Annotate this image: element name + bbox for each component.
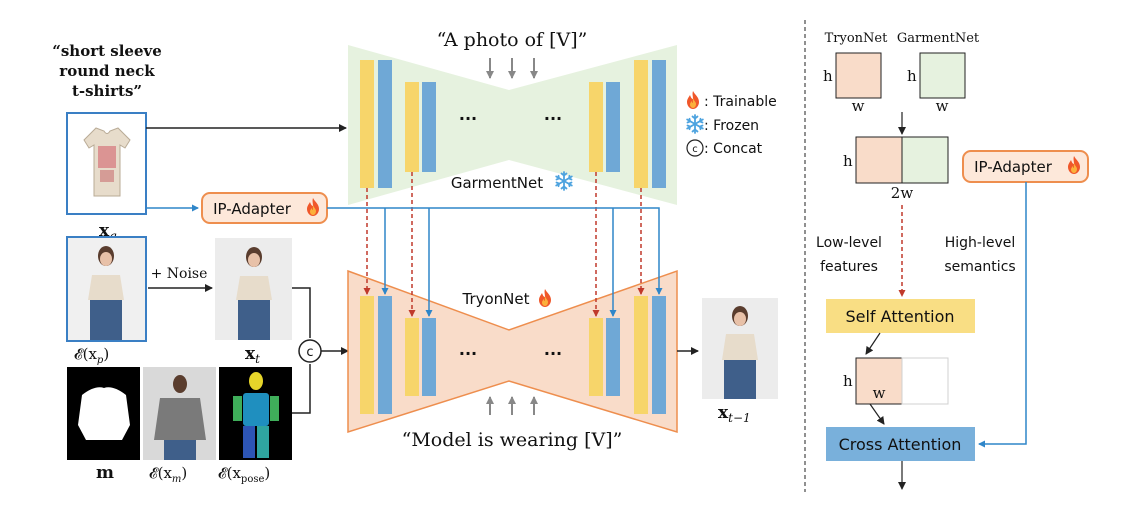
high-level-label-1: High-level [945, 235, 1016, 251]
concat-2w-label: 2w [891, 184, 914, 202]
tryon-w-label: w [852, 97, 865, 115]
cross-attention-box [826, 427, 975, 461]
low-level-feature-arrows [363, 172, 645, 317]
label-m: m [96, 463, 114, 483]
tryonnet-dots-right: ··· [544, 344, 562, 363]
tryonnet-encoder-blocks [360, 296, 436, 414]
self-attention-box [826, 299, 975, 333]
output-h-label: h [843, 372, 853, 390]
output-discarded-half [901, 357, 949, 405]
label-xt: xt [245, 344, 260, 366]
output-tryon-half [855, 357, 903, 405]
agnostic-image [143, 367, 216, 460]
right-tryonnet-label: TryonNet [825, 31, 888, 46]
right-ip-adapter-label: IP-Adapter [974, 158, 1053, 176]
pose-image [219, 367, 292, 460]
legend: : Trainable : Frozen c : Concat [686, 91, 777, 157]
tryon-h-label: h [823, 67, 833, 85]
concat-h-label: h [843, 152, 853, 170]
cross-attention-label: Cross Attention [839, 435, 962, 454]
high-level-label-2: semantics [944, 259, 1015, 275]
garment-prompt-line-3: t-shirts” [72, 82, 142, 100]
garmentnet-dots-left: ··· [459, 109, 477, 128]
tryonnet-flame-icon [539, 289, 551, 307]
garment-image [66, 112, 147, 215]
output-w-label: w [873, 384, 886, 402]
cond-to-concat [292, 364, 311, 414]
legend-flame-icon [687, 91, 699, 109]
person-image [66, 236, 147, 342]
noise-label: + Noise [151, 266, 208, 282]
ip-adapter-label: IP-Adapter [213, 200, 292, 218]
tryonnet-dots-left: ··· [459, 344, 477, 363]
label-ep: 𝓔(xp) [74, 345, 109, 366]
garmentnet-name: GarmentNet [451, 174, 543, 192]
garment-w-label: w [936, 97, 949, 115]
garment-h-label: h [907, 67, 917, 85]
to-cross-attn-arrow [869, 403, 885, 425]
tryonnet-prompt: “Model is wearing [V]” [402, 429, 623, 451]
self-attention-label: Self Attention [845, 307, 954, 326]
noisy-image [215, 238, 292, 340]
right-garmentnet-label: GarmentNet [897, 31, 980, 46]
garmentnet-dots-right: ··· [544, 109, 562, 128]
garment-prompt: “short sleeve round neck t-shirts” [52, 42, 162, 100]
xt-to-concat [292, 287, 311, 338]
low-level-label-1: Low-level [816, 235, 882, 251]
legend-snowflake-icon [686, 114, 704, 134]
legend-concat-icon [686, 139, 704, 157]
tryonnet-decoder-blocks [589, 296, 666, 414]
high-level-semantic-arrows [327, 207, 663, 317]
garment-prompt-line-2: round neck [59, 62, 155, 80]
label-epose: 𝓔(xpose) [218, 464, 270, 485]
legend-frozen: : Frozen [704, 118, 759, 134]
concat-tryon-half [855, 136, 903, 184]
label-output: xt−1 [718, 403, 751, 425]
garment-prompt-line-1: “short sleeve [52, 42, 162, 60]
garmentnet-encoder-blocks [360, 60, 436, 188]
output-image [702, 298, 778, 399]
legend-trainable: : Trainable [704, 94, 777, 110]
garment-feature-map [919, 52, 966, 99]
low-level-label-2: features [820, 259, 878, 275]
concat-garment-half [901, 136, 949, 184]
tryon-feature-map [835, 52, 882, 99]
garmentnet-prompt-arrows [486, 58, 538, 79]
label-em: 𝓔(xm) [149, 464, 187, 485]
self-attn-out-arrow [865, 332, 881, 355]
garmentnet-prompt: “A photo of [V]” [437, 29, 588, 51]
garmentnet-decoder-blocks [589, 60, 666, 188]
concat-symbol: c [306, 345, 313, 360]
legend-concat-symbol: c [692, 144, 698, 155]
tryonnet-prompt-arrows [486, 396, 538, 415]
ipadapter-to-crossattn-arrow [978, 182, 1027, 448]
mask-image [67, 367, 140, 460]
tryonnet-name: TryonNet [461, 290, 529, 308]
legend-concat: : Concat [704, 141, 763, 157]
